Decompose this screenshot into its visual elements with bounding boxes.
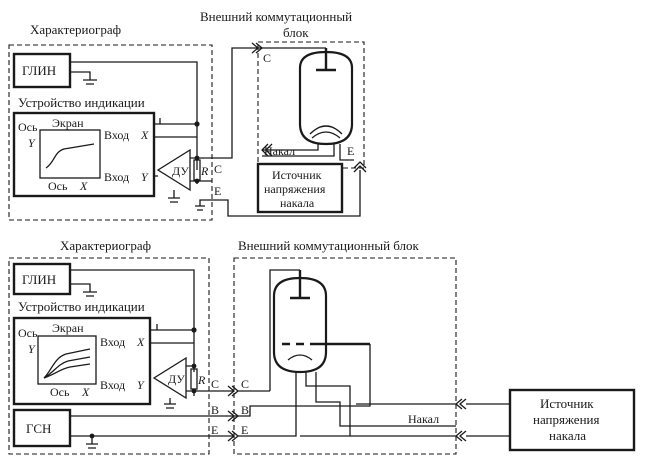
top-screen-box <box>39 129 101 179</box>
top-glin-output-wire <box>70 61 198 170</box>
bottom-amp-label: ДУ <box>168 372 185 386</box>
bottom-heater-connector-1 <box>454 398 467 410</box>
top-heater-supply-line2: напряжения <box>264 182 326 196</box>
bottom-anode-wire <box>269 269 300 391</box>
bottom-axis-x-word: Ось <box>50 385 70 399</box>
top-term-e-left: Е <box>214 184 221 198</box>
bottom-x-ground <box>150 324 194 331</box>
top-screen-trace <box>45 143 95 169</box>
top-glin-label: ГЛИН <box>22 63 56 78</box>
top-characteriograph-frame <box>8 44 213 221</box>
bottom-heater-supply-line2: напряжения <box>533 412 599 427</box>
bottom-amp-ground <box>164 398 176 409</box>
bottom-heater-connector-2 <box>454 430 467 442</box>
top-x-ground <box>154 118 197 125</box>
top-axis-y-var: Y <box>28 136 36 150</box>
top-input-x-word: Вход <box>104 128 129 142</box>
top-glin-box <box>12 52 72 89</box>
bottom-heater-supply-wires <box>466 403 510 437</box>
bottom-input-y-var: Y <box>137 378 145 392</box>
bottom-heater-wire <box>350 403 456 437</box>
bottom-screen-label: Экран <box>52 321 84 335</box>
bottom-input-x-var: X <box>136 335 145 349</box>
top-heater-supply-line1: Источник <box>272 168 322 182</box>
top-glin-ground <box>70 71 97 85</box>
top-amp-triangle <box>156 148 191 192</box>
top-indication-title: Устройство индикации <box>18 95 145 110</box>
top-heater-connector <box>261 143 273 157</box>
top-e-wire <box>199 170 361 217</box>
bottom-heater-supply-box <box>508 388 636 452</box>
bottom-term-e-right: Е <box>241 423 248 437</box>
bottom-heater-label: Накал <box>408 412 439 426</box>
top-diode-anode <box>316 48 336 72</box>
top-amp-ground <box>168 190 180 203</box>
top-heater-supply-box <box>256 162 344 214</box>
bottom-axis-x-var: X <box>81 385 90 399</box>
top-e-connector <box>353 161 367 173</box>
top-c-wire <box>212 47 258 159</box>
top-axis-x-word: Ось <box>48 179 68 193</box>
bottom-axis-y-word: Ось <box>18 326 38 340</box>
top-resistor-wires <box>190 157 212 184</box>
bottom-characteriograph-frame <box>8 257 210 455</box>
top-heater-supply-line3: накала <box>280 196 315 210</box>
bottom-circuit: Характериограф Внешний коммутационный бл… <box>8 238 636 455</box>
top-input-y-word: Вход <box>104 170 129 184</box>
bottom-indication-title: Устройство индикации <box>18 299 145 314</box>
top-term-e-right: Е <box>347 144 354 158</box>
top-diode-leads <box>262 144 354 161</box>
top-e-ground <box>195 205 205 211</box>
top-characteriograph-title: Характериограф <box>30 22 121 37</box>
top-axis-x-var: X <box>79 179 88 193</box>
bottom-glin-box <box>12 262 72 296</box>
top-screen-label: Экран <box>52 116 84 130</box>
bottom-heater-supply-line3: накала <box>549 428 586 443</box>
bottom-triode-envelope <box>272 276 328 374</box>
bottom-gsn-box <box>12 408 72 448</box>
top-switch-block-title-line2: блок <box>283 25 309 40</box>
bottom-heater-supply-line1: Источник <box>540 396 594 411</box>
bottom-screen-trace-2 <box>43 356 91 379</box>
bottom-characteriograph-title: Характериограф <box>60 238 151 253</box>
bottom-switch-block-frame <box>233 257 457 455</box>
bottom-screen-trace-1 <box>43 348 91 379</box>
bottom-triode-cathode <box>287 354 313 361</box>
bottom-input-x-word: Вход <box>100 335 125 349</box>
bottom-term-e-left: Е <box>211 423 218 437</box>
top-resistor-label: R <box>200 164 209 178</box>
bottom-term-b-left: В <box>211 403 219 417</box>
top-amp-label: ДУ <box>172 164 189 178</box>
bottom-resistor-label: R <box>197 373 206 387</box>
bottom-term-c-right: С <box>241 377 249 391</box>
top-term-c-left: С <box>214 162 222 176</box>
bottom-gsn-label: ГСН <box>26 421 51 436</box>
top-input-y-var: Y <box>141 170 149 184</box>
bottom-e-ground <box>86 436 98 449</box>
bottom-resistor-wires <box>186 365 209 396</box>
top-diode-envelope <box>298 50 354 146</box>
top-term-c-right: С <box>263 51 271 65</box>
top-indication-box <box>12 111 156 198</box>
bottom-term-b-right: В <box>241 403 249 417</box>
top-circuit: Характериограф Внешний коммутационный бл… <box>8 9 367 221</box>
bottom-amp-triangle <box>152 356 187 400</box>
bottom-glin-output-wire <box>70 269 195 372</box>
bottom-glin-ground <box>70 283 97 297</box>
top-input-x-var: X <box>140 128 149 142</box>
bottom-grid-wire <box>234 344 371 417</box>
bottom-screen-trace-3 <box>43 363 91 379</box>
bottom-cathode-wires <box>238 372 456 437</box>
top-heater-label: Накал <box>264 144 295 158</box>
bottom-switch-block-title: Внешний коммутационный блок <box>238 238 420 253</box>
bottom-triode-anode <box>290 270 310 300</box>
bottom-term-c-left: С <box>211 377 219 391</box>
bottom-axis-y-var: Y <box>28 342 36 356</box>
top-diode-cathode <box>309 125 343 139</box>
bottom-input-y-word: Вход <box>100 378 125 392</box>
bottom-glin-label: ГЛИН <box>22 272 56 287</box>
top-axis-y-word: Ось <box>18 120 38 134</box>
top-switch-block-title-line1: Внешний коммутационный <box>200 9 352 24</box>
